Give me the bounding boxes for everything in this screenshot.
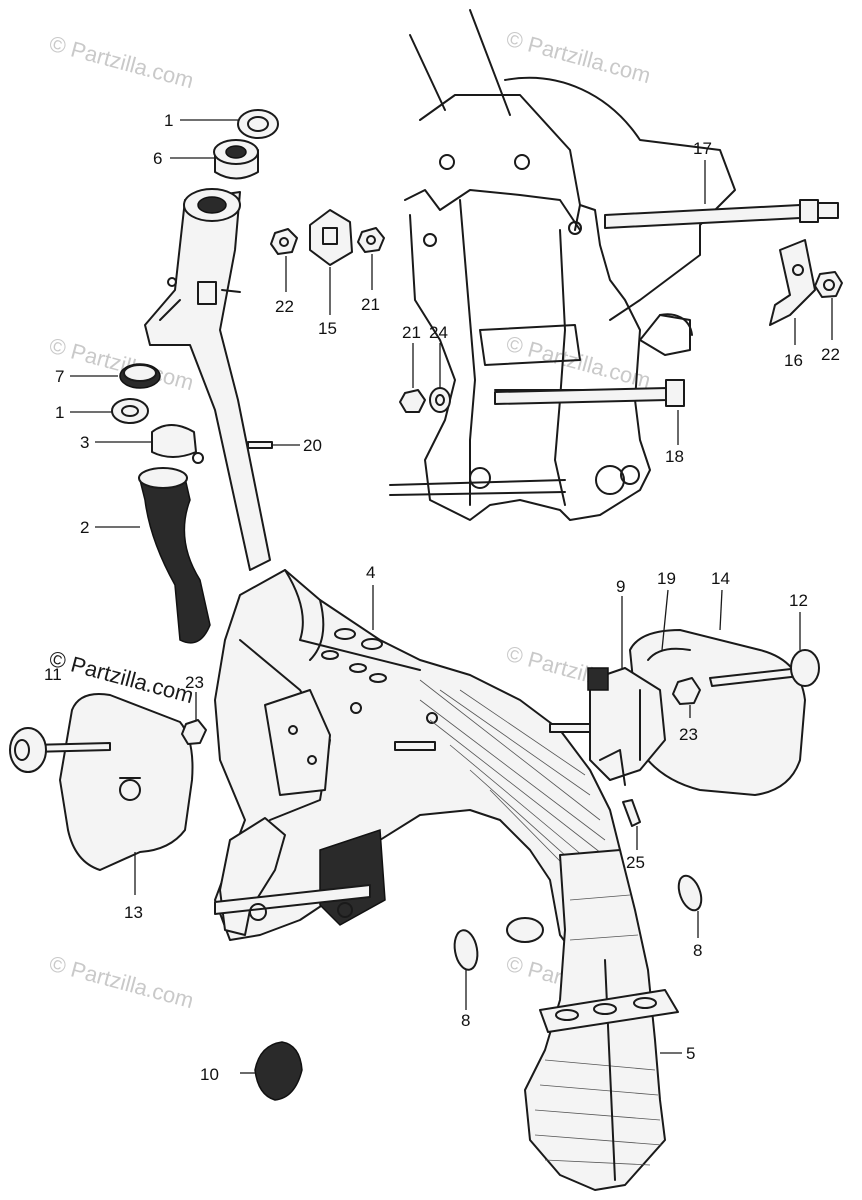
callout-16: 16 xyxy=(784,351,803,370)
watermark: © Partzilla.com xyxy=(47,951,197,1014)
part-18-bolt xyxy=(494,379,685,407)
callout-17: 17 xyxy=(693,139,712,158)
part-16-bracket xyxy=(769,239,816,326)
callout-7: 7 xyxy=(55,367,64,386)
callout-21: 21 xyxy=(402,323,421,342)
callout-19: 19 xyxy=(657,569,676,588)
callout-4: 4 xyxy=(366,563,375,582)
part-6-bushing xyxy=(213,139,259,180)
part-5-fender xyxy=(506,849,679,1191)
part-22-nut-left xyxy=(270,228,298,255)
callout-labels: 1 6 7 1 3 2 20 22 15 21 17 16 22 21 24 1… xyxy=(44,111,840,1084)
part-1-washer-top xyxy=(237,109,279,139)
callout-23: 23 xyxy=(185,673,204,692)
watermark: © Partzilla.com xyxy=(47,31,197,94)
callout-23: 23 xyxy=(679,725,698,744)
part-8-grommet-left xyxy=(453,929,479,971)
callout-2: 2 xyxy=(80,518,89,537)
part-12-knob xyxy=(709,649,820,687)
leader-lines xyxy=(70,119,833,1054)
callout-12: 12 xyxy=(789,591,808,610)
part-9-bracket xyxy=(587,667,666,786)
callout-24: 24 xyxy=(429,323,448,342)
frame-outline xyxy=(389,9,736,521)
callout-5: 5 xyxy=(686,1044,695,1063)
part-21-24-nut-washer xyxy=(399,387,451,413)
part-10-cap xyxy=(240,1041,303,1101)
callout-1: 1 xyxy=(164,111,173,130)
part-23-nut-left xyxy=(181,719,207,745)
part-2-hose xyxy=(138,467,211,644)
lower-bracket xyxy=(214,817,386,936)
callout-1: 1 xyxy=(55,403,64,422)
callout-18: 18 xyxy=(665,447,684,466)
part-3-clamp xyxy=(151,424,204,464)
part-15-clip xyxy=(309,209,353,266)
callout-13: 13 xyxy=(124,903,143,922)
part-17-long-bolt xyxy=(604,199,839,229)
watermark: © Partzilla.com xyxy=(504,26,654,89)
part-14-right-cover xyxy=(629,629,806,796)
callout-8: 8 xyxy=(693,941,702,960)
part-13-left-cover xyxy=(59,693,194,871)
part-21-nut-top xyxy=(357,227,385,253)
part-8-grommet-right xyxy=(677,874,703,912)
callout-3: 3 xyxy=(80,433,89,452)
callout-22: 22 xyxy=(275,297,294,316)
part-20-screw xyxy=(247,441,273,449)
part-1-washer-mid xyxy=(111,398,149,424)
callout-15: 15 xyxy=(318,319,337,338)
part-25-pin xyxy=(622,799,641,827)
callout-10: 10 xyxy=(200,1065,219,1084)
callout-14: 14 xyxy=(711,569,730,588)
callout-21: 21 xyxy=(361,295,380,314)
callout-8: 8 xyxy=(461,1011,470,1030)
part-7-washer xyxy=(119,363,161,389)
callout-20: 20 xyxy=(303,436,322,455)
part-22-nut-right xyxy=(814,271,843,298)
callout-22: 22 xyxy=(821,345,840,364)
callout-25: 25 xyxy=(626,853,645,872)
part-11-knob xyxy=(9,727,111,773)
callout-11: 11 xyxy=(44,665,62,684)
callout-6: 6 xyxy=(153,149,162,168)
handlebar-tube xyxy=(144,188,271,571)
callout-9: 9 xyxy=(616,577,625,596)
